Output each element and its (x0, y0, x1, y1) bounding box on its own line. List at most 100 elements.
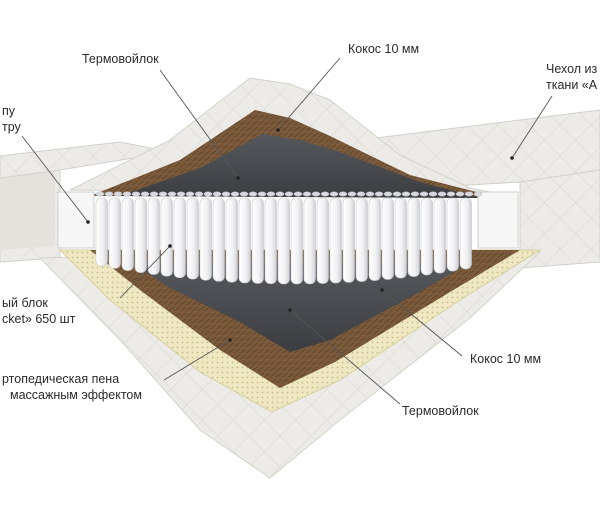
spring-top (302, 191, 312, 197)
spring-pocket (199, 197, 212, 281)
spring-top (338, 191, 348, 197)
spring-top (374, 191, 384, 197)
leader-perimeter (21, 135, 89, 223)
spring-pocket (134, 197, 147, 273)
perimeter-block-right (477, 191, 519, 249)
spring-pocket (277, 197, 290, 285)
spring-pocket (186, 197, 199, 280)
spring-top (401, 191, 411, 197)
spring-pocket (381, 197, 394, 280)
spring-pocket (238, 197, 251, 284)
leader-chehol (511, 95, 553, 159)
spring-top (293, 191, 303, 197)
spring-top (95, 191, 105, 197)
leader-termovoylok-top (159, 69, 239, 179)
spring-pocket (173, 197, 186, 279)
felt-layer-bottom (130, 262, 470, 352)
felt-layer-top (120, 134, 480, 198)
spring-top (221, 191, 231, 197)
spring-top (158, 191, 168, 197)
mattress-left-top (0, 141, 171, 179)
spring-pocket (147, 197, 160, 275)
spring-top (473, 191, 483, 197)
label-perimeter-line1: пу (2, 104, 16, 118)
leader-dots (86, 128, 514, 342)
label-chehol-line1: Чехол из (546, 62, 598, 76)
spring-top (329, 191, 339, 197)
label-perimeter-line2: тру (2, 120, 21, 134)
spring-top (419, 191, 429, 197)
leader-spring-block (119, 245, 171, 299)
spring-top (275, 191, 285, 197)
label-termovoylok-top: Термовойлок (82, 52, 159, 66)
spring-top (185, 191, 195, 197)
spring-top (122, 191, 132, 197)
spring-pocket (446, 197, 459, 272)
spring-top (428, 191, 438, 197)
label-kokos-top: Кокос 10 мм (348, 42, 420, 56)
spring-pocket (108, 197, 121, 269)
leader-termovoylok-bottom (289, 309, 401, 405)
spring-top (311, 191, 321, 197)
leader-kokos-bottom (381, 289, 463, 357)
mattress-body (0, 109, 600, 269)
perimeter-block-left (57, 191, 95, 249)
spring-top (347, 191, 357, 197)
spring-pocket (121, 197, 134, 271)
spring-pocket (160, 197, 173, 277)
spring-top (266, 191, 276, 197)
spring-pocket (290, 197, 303, 285)
spring-top (230, 191, 240, 197)
pocket-spring-block (95, 191, 483, 285)
spring-top (248, 191, 258, 197)
spring-top (356, 191, 366, 197)
spring-pocket (251, 197, 264, 284)
spring-top (410, 191, 420, 197)
spring-pocket (407, 197, 420, 277)
spring-top (131, 191, 141, 197)
spring-top (203, 191, 213, 197)
spring-top (446, 191, 456, 197)
spring-top (194, 191, 204, 197)
spring-pocket (95, 197, 108, 267)
label-spring-line2: cket» 650 шт (2, 312, 76, 326)
spring-top (455, 191, 465, 197)
spring-pocket (368, 197, 381, 281)
spring-top (239, 191, 249, 197)
spring-pocket (212, 197, 225, 282)
spring-top (176, 191, 186, 197)
spring-top (212, 191, 222, 197)
spring-pocket (225, 197, 238, 283)
spring-top (284, 191, 294, 197)
spring-pocket (420, 197, 433, 276)
label-spring-line1: ый блок (2, 296, 48, 310)
spring-pocket (316, 197, 329, 284)
spring-pocket (355, 197, 368, 282)
leader-kokos-top (277, 57, 341, 131)
label-termovoylok-bottom: Термовойлок (402, 404, 479, 418)
spring-pocket (342, 197, 355, 283)
spring-top (140, 191, 150, 197)
spring-top (320, 191, 330, 197)
label-foam-line2: массажным эффектом (10, 388, 142, 402)
spring-top (167, 191, 177, 197)
label-kokos-bottom: Кокос 10 мм (470, 352, 542, 366)
leader-foam (163, 339, 231, 381)
label-chehol-line2: ткани «А (546, 78, 598, 92)
spring-top (257, 191, 267, 197)
spring-top (437, 191, 447, 197)
spring-top (113, 191, 123, 197)
spring-top (392, 191, 402, 197)
spring-pocket (433, 197, 446, 274)
spring-top (383, 191, 393, 197)
spring-pocket (329, 197, 342, 284)
label-foam-line1: ртопедическая пена (2, 372, 120, 386)
spring-top (149, 191, 159, 197)
spring-pocket (394, 197, 407, 279)
spring-top (464, 191, 474, 197)
spring-top (104, 191, 114, 197)
spring-pocket (264, 197, 277, 285)
mattress-left-side (0, 162, 55, 250)
spring-pocket (459, 197, 472, 270)
